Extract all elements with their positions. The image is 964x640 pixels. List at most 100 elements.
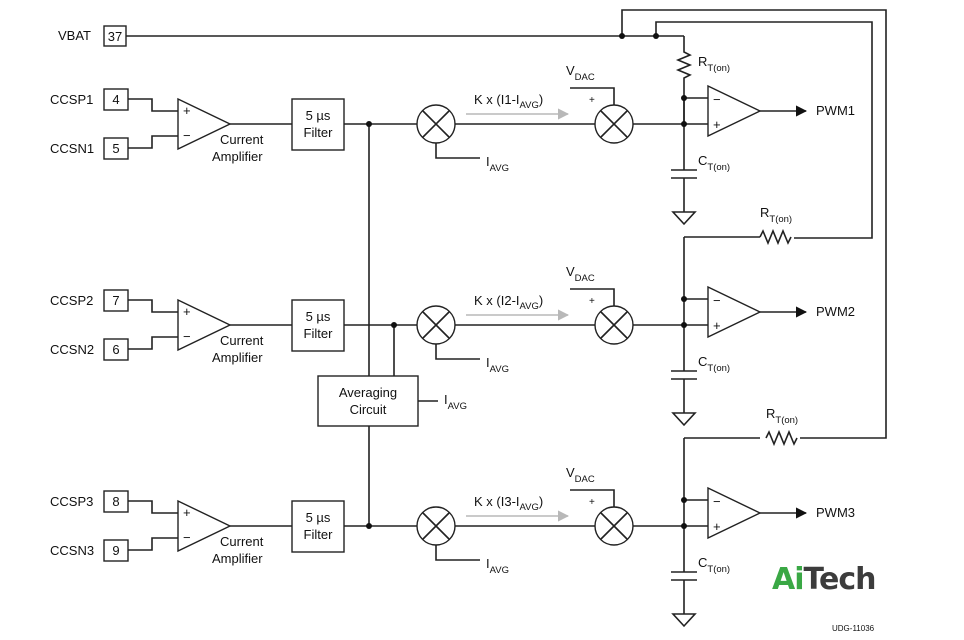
ct-label: CT(on): [698, 153, 730, 173]
vdac-label: VDAC: [566, 63, 595, 83]
multiplier-cross: [600, 110, 628, 138]
wire: [570, 288, 615, 306]
averaging-line1: Averaging: [339, 385, 397, 400]
rt-label: RT(on): [766, 406, 798, 426]
vdac-label: VDAC: [566, 465, 595, 485]
junction-dot: [681, 497, 687, 503]
amp-label-line2: Amplifier: [212, 551, 263, 566]
ccsn-label: CCSN1: [50, 141, 94, 156]
filter-box: [291, 98, 345, 151]
vdac-plus: +: [589, 296, 595, 307]
amp-minus: −: [183, 128, 191, 143]
ct-label: CT(on): [698, 555, 730, 575]
comp-minus: −: [713, 92, 721, 107]
ccsn-pin: 9: [112, 543, 119, 558]
averaging-section: Averaging Circuit IAVG: [317, 125, 467, 526]
junction-dot: [681, 296, 687, 302]
avg-iavg-label: IAVG: [444, 392, 467, 412]
vdac-label: VDAC: [566, 264, 595, 284]
ccsn-pin: 6: [112, 342, 119, 357]
ct-capacitor: [671, 169, 697, 179]
diff-label: K x (I3-IAVG): [474, 494, 543, 513]
junction-dot: [681, 322, 687, 328]
current-amplifier: [177, 499, 232, 553]
multiplier-cross: [422, 512, 450, 540]
amp-label-line2: Amplifier: [212, 350, 263, 365]
filter-line1: 5 µs: [306, 510, 331, 525]
ccsp-pin: 8: [112, 494, 119, 509]
vbat-feed-ch2: [655, 21, 873, 239]
pwm-comparator: [707, 285, 762, 339]
filter-line1: 5 µs: [306, 309, 331, 324]
filter-line2: Filter: [304, 527, 334, 542]
multiplier-cross: [422, 110, 450, 138]
diff-label: K x (I2-IAVG): [474, 293, 543, 312]
pwm-label: PWM1: [816, 103, 855, 118]
wire: [435, 344, 480, 360]
wire: [128, 537, 178, 551]
comp-plus: +: [713, 117, 721, 132]
ccsn-label: CCSN2: [50, 342, 94, 357]
rt-label: RT(on): [760, 205, 792, 225]
multiplier-cross: [600, 311, 628, 339]
vbat-feed-ch3: [621, 9, 887, 439]
junction-dot: [366, 523, 372, 529]
amp-label-line1: Current: [220, 333, 264, 348]
ccsn-label: CCSN3: [50, 543, 94, 558]
wire: [435, 545, 480, 561]
junction-dot: [653, 33, 659, 39]
wire: [570, 489, 615, 507]
vbat-pin: 37: [108, 29, 122, 44]
wire: [570, 87, 615, 105]
junction-dot: [681, 523, 687, 529]
ccsn-pin: 5: [112, 141, 119, 156]
multiplier-cross: [600, 512, 628, 540]
diff-label: K x (I1-IAVG): [474, 92, 543, 111]
amp-label-line1: Current: [220, 132, 264, 147]
rt-label-1: RT(on): [698, 54, 730, 74]
vdac-plus: +: [589, 497, 595, 508]
wire: [128, 98, 178, 112]
ct-label: CT(on): [698, 354, 730, 374]
iavg-label: IAVG: [486, 355, 509, 375]
amp-minus: −: [183, 329, 191, 344]
amp-minus: −: [183, 530, 191, 545]
vdac-plus: +: [589, 95, 595, 106]
vbat-label: VBAT: [58, 28, 91, 43]
doc-id: UDG-11036: [832, 624, 875, 633]
pwm-label: PWM3: [816, 505, 855, 520]
ground-symbol: [671, 613, 697, 628]
ct-capacitor: [671, 571, 697, 581]
filter-line1: 5 µs: [306, 108, 331, 123]
ccsp-pin: 4: [112, 92, 119, 107]
wire: [128, 500, 178, 514]
ct-capacitor: [671, 370, 697, 380]
rt-resistor: [765, 429, 798, 447]
comp-plus: +: [713, 318, 721, 333]
filter-line2: Filter: [304, 125, 334, 140]
iavg-label: IAVG: [486, 556, 509, 576]
amp-label-line1: Current: [220, 534, 264, 549]
pwm-comparator: [707, 486, 762, 540]
ccsp-label: CCSP2: [50, 293, 93, 308]
amp-plus: +: [183, 304, 191, 319]
amp-plus: +: [183, 505, 191, 520]
multiplier-cross: [422, 311, 450, 339]
pwm-label: PWM2: [816, 304, 855, 319]
comp-minus: −: [713, 494, 721, 509]
wire: [128, 299, 178, 313]
ccsp-label: CCSP3: [50, 494, 93, 509]
junction-dot: [681, 95, 687, 101]
ccsp-pin: 7: [112, 293, 119, 308]
iavg-label: IAVG: [486, 154, 509, 174]
rt-resistor-1: [675, 36, 693, 125]
junction-dot: [391, 322, 397, 328]
pwm-comparator: [707, 84, 762, 138]
current-amplifier: [177, 97, 232, 151]
averaging-circuit-box: [317, 375, 419, 427]
amp-label-line2: Amplifier: [212, 149, 263, 164]
junction-dot: [366, 121, 372, 127]
